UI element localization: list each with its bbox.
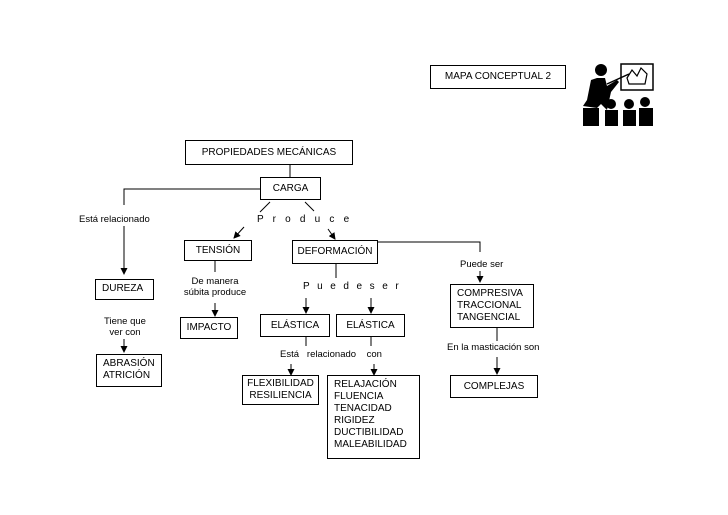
link-de-manera-subita: De manera súbita produce <box>183 276 247 298</box>
node-propiedades-label: PROPIEDADES MECÁNICAS <box>201 146 337 158</box>
link-de-manera-line1: De manera <box>191 276 239 287</box>
node-flexibilidad-resiliencia: FLEXIBILIDAD RESILIENCIA <box>242 375 319 405</box>
link-produce: P r o d u c e <box>257 214 353 225</box>
node-compresiva: COMPRESIVA <box>457 288 523 299</box>
node-elastica-1-label: ELÁSTICA <box>270 319 320 331</box>
node-tension-label: TENSIÓN <box>195 244 241 256</box>
node-relajacion: RELAJACIÓN <box>334 379 397 390</box>
node-atricion: ATRICIÓN <box>103 370 151 381</box>
link-tiene-que-line2: ver con <box>109 327 141 338</box>
map-title: MAPA CONCEPTUAL 2 <box>444 71 552 82</box>
node-maleabilidad: MALEABILIDAD <box>334 439 407 450</box>
node-elastica-2-label: ELÁSTICA <box>346 319 395 331</box>
link-esta-relacionado: Está relacionado <box>79 214 150 225</box>
node-impacto-label: IMPACTO <box>186 322 232 333</box>
node-dureza: DUREZA <box>95 279 154 300</box>
node-abrasion-atricion: ABRASIÓN ATRICIÓN <box>96 354 162 387</box>
node-elastica-2: ELÁSTICA <box>336 314 405 337</box>
node-propiedades-mecanicas: PROPIEDADES MECÁNICAS <box>185 140 353 165</box>
node-dureza-label: DUREZA <box>102 283 144 294</box>
node-deformacion: DEFORMACIÓN <box>292 240 378 264</box>
node-fluencia: FLUENCIA <box>334 391 384 402</box>
node-resiliencia: RESILIENCIA <box>249 390 312 401</box>
node-complejas: COMPLEJAS <box>450 375 538 398</box>
node-tenacidad: TENACIDAD <box>334 403 392 414</box>
teacher-presentation-icon <box>583 63 654 126</box>
node-propiedades-lista: RELAJACIÓN FLUENCIA TENACIDAD RIGIDEZ DU… <box>327 375 420 459</box>
link-puede-ser: Puede ser <box>460 259 504 270</box>
node-carga-label: CARGA <box>272 182 309 194</box>
node-elastica-1: ELÁSTICA <box>260 314 330 337</box>
node-tipos-carga: COMPRESIVA TRACCIONAL TANGENCIAL <box>450 284 534 328</box>
node-rigidez: RIGIDEZ <box>334 415 375 426</box>
node-complejas-label: COMPLEJAS <box>463 380 525 392</box>
node-ductibilidad: DUCTIBILIDAD <box>334 427 404 438</box>
link-tiene-que-ver: Tiene que ver con <box>96 316 154 338</box>
link-esta-relacionado-con: Está relacionado con <box>280 349 382 360</box>
node-traccional: TRACCIONAL <box>457 300 522 311</box>
link-masticacion: En la masticación son <box>447 342 540 353</box>
node-tension: TENSIÓN <box>184 240 252 261</box>
link-puede-ser-spaced: P u e d e s e r <box>303 281 402 292</box>
map-title-box: MAPA CONCEPTUAL 2 <box>430 65 566 89</box>
link-tiene-que-line1: Tiene que <box>104 316 146 327</box>
node-carga: CARGA <box>260 177 321 200</box>
node-impacto: IMPACTO <box>180 317 238 339</box>
node-abrasion: ABRASIÓN <box>103 358 155 369</box>
node-deformacion-label: DEFORMACIÓN <box>297 246 373 257</box>
node-tangencial: TANGENCIAL <box>457 312 521 323</box>
node-flexibilidad: FLEXIBILIDAD <box>247 378 314 389</box>
link-de-manera-line2: súbita produce <box>183 287 247 298</box>
